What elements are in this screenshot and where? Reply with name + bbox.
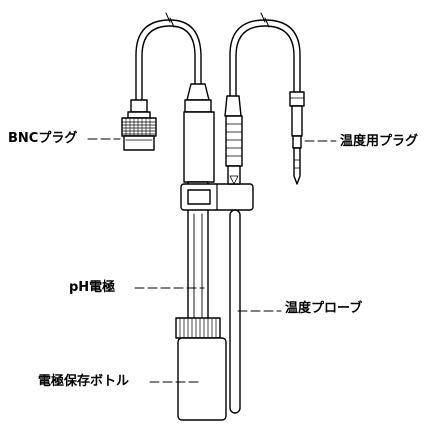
- bnc-cable: [135, 12, 202, 101]
- bnc-plug-drawing: [121, 99, 157, 151]
- temperature-plug-drawing: [289, 91, 305, 185]
- bnc-plug-label: BNCプラグ: [8, 131, 78, 146]
- temperature-cable: [229, 12, 301, 97]
- temperature-probe-drawing: [224, 95, 243, 414]
- leader-lines: [87, 138, 337, 383]
- storage-bottle-label: 電極保存ボトル: [38, 374, 130, 389]
- ph-electrode-label: pH電極: [69, 280, 116, 295]
- temperature-probe-label: 温度プローブ: [285, 301, 363, 316]
- holder-clip-drawing: [180, 183, 254, 211]
- temperature-plug-label: 温度用プラグ: [340, 134, 419, 149]
- ph-electrode-drawing: [175, 83, 227, 421]
